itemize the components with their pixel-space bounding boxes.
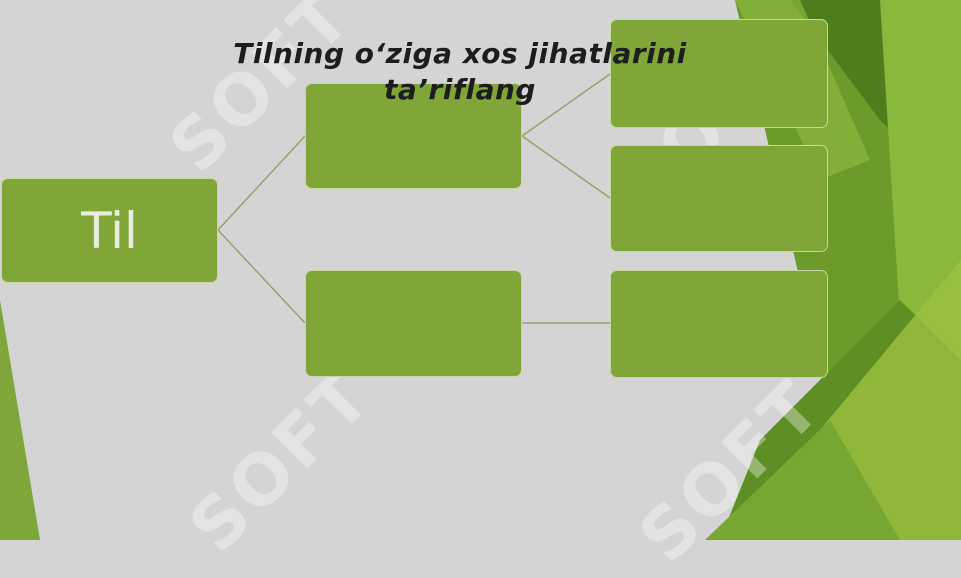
root-node: Til	[1, 178, 218, 283]
connector-top-to-right1	[521, 73, 611, 137]
level2-node-2	[610, 145, 828, 252]
slide-title-line1: Tilning o‘ziga xos jihatlarini	[233, 37, 687, 70]
connector-top-to-right2	[521, 135, 611, 199]
diagram-connectors	[217, 73, 611, 324]
level2-node-3	[610, 270, 828, 378]
connector-root-to-bottom	[217, 229, 306, 324]
slide-title-line2: ta’riflang	[384, 73, 536, 106]
root-node-label: Til	[81, 201, 138, 260]
level1-node-bottom	[305, 270, 522, 377]
connector-root-to-top	[217, 135, 306, 231]
level2-node-1	[610, 19, 828, 128]
level1-node-top	[305, 83, 522, 189]
slide-title: Tilning o‘ziga xos jihatlarini ta’riflan…	[200, 36, 720, 108]
